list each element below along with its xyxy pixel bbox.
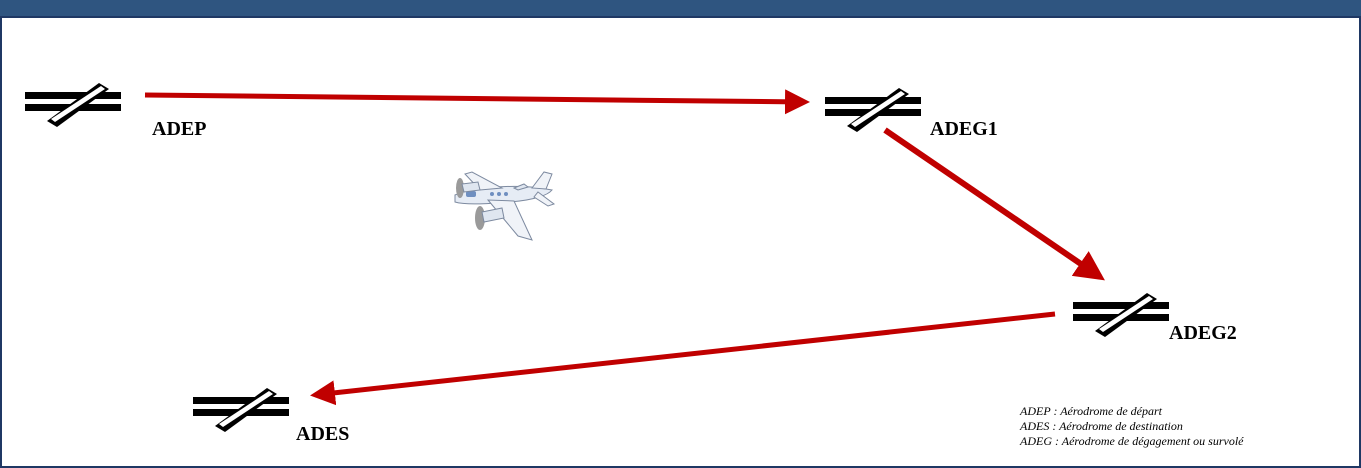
node-label-adep: ADEP xyxy=(152,118,206,141)
aerodrome-icon-adep xyxy=(25,83,121,127)
aerodrome-icon-adeg2 xyxy=(1073,293,1169,337)
legend: ADEP : Aérodrome de départ ADES : Aérodr… xyxy=(1020,404,1244,449)
node-label-ades: ADES xyxy=(296,423,349,446)
aerodrome-icon-adeg1 xyxy=(825,88,921,132)
route-arrow-adep-adeg1 xyxy=(145,95,805,102)
route-arrow-adeg2-ades xyxy=(315,314,1055,395)
node-label-adeg2: ADEG2 xyxy=(1169,322,1237,345)
airplane-icon xyxy=(455,172,554,240)
aerodrome-icon-ades xyxy=(193,388,289,432)
route-arrow-adeg1-adeg2 xyxy=(885,130,1100,277)
node-label-adeg1: ADEG1 xyxy=(930,118,998,141)
legend-item-ades: ADES : Aérodrome de destination xyxy=(1020,419,1244,434)
legend-item-adeg: ADEG : Aérodrome de dégagement ou survol… xyxy=(1020,434,1244,449)
legend-item-adep: ADEP : Aérodrome de départ xyxy=(1020,404,1244,419)
